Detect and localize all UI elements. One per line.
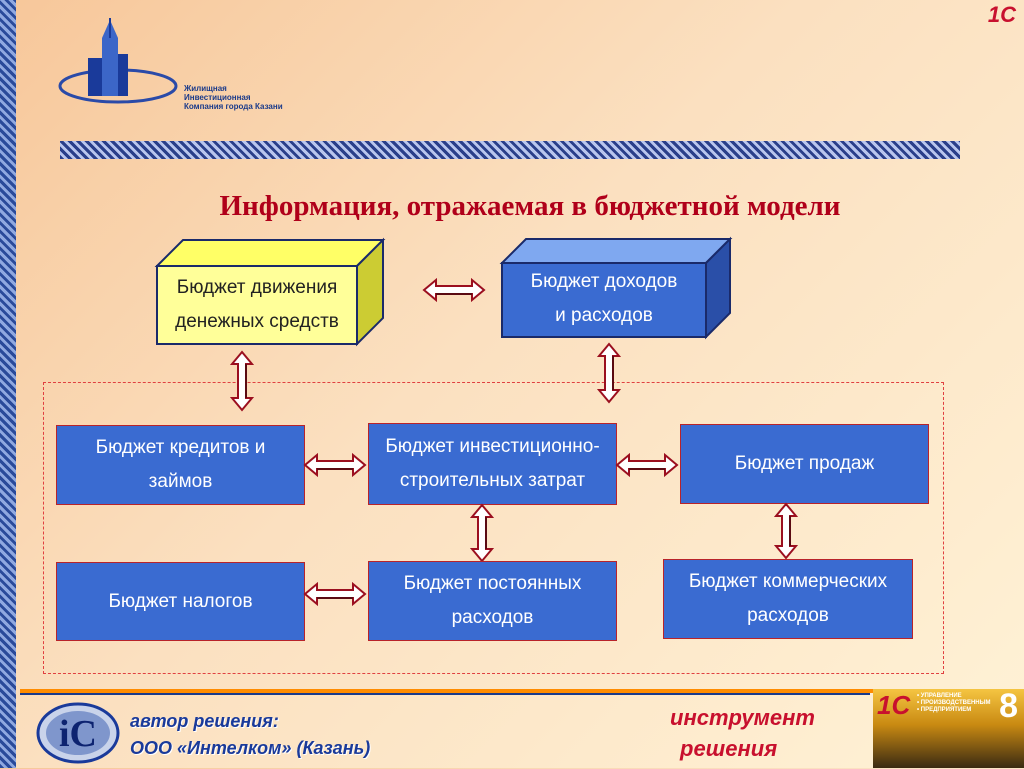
footer-divider-line <box>20 693 870 695</box>
taxes-budget-box: Бюджет налогов <box>56 562 305 641</box>
author-label: автор решения: <box>130 711 279 731</box>
box-line: Бюджет продаж <box>734 453 875 474</box>
double-arrow-vertical-icon <box>597 342 621 404</box>
brand-corner-logo: 1С <box>987 2 1016 27</box>
left-decorative-stripe <box>0 0 16 768</box>
box-line: расходов <box>451 607 534 628</box>
logo-text-line: Компания города Казани <box>184 102 283 111</box>
product-logo: 1С • УПРАВЛЕНИЕ • ПРОИЗВОДСТВЕННЫМ • ПРЕ… <box>873 689 1024 768</box>
box-line: Бюджет движения <box>176 277 338 298</box>
box-line: расходов <box>747 605 829 626</box>
box-line: Бюджет коммерческих <box>688 571 888 592</box>
tool-label-line1: инструмент <box>670 705 815 730</box>
author-name: ООО «Интелком» (Казань) <box>130 738 371 758</box>
ic-logo-text: iC <box>59 713 97 755</box>
box-3d-shape <box>154 237 386 347</box>
company-logo: Жилищная Инвестиционная Компания города … <box>58 18 283 118</box>
ic-logo: iC <box>36 702 120 764</box>
income-expense-budget-box: Бюджет доходов и расходов <box>499 236 734 340</box>
double-arrow-horizontal-icon <box>615 453 679 477</box>
box-line: Бюджет налогов <box>108 590 253 612</box>
product-brand: 1С <box>877 690 911 720</box>
double-arrow-vertical-icon <box>774 502 798 560</box>
tower-logo-icon <box>58 18 178 104</box>
box-line: займов <box>148 471 213 492</box>
sales-budget-box: Бюджет продаж <box>680 424 929 504</box>
box-3d-shape <box>499 236 733 340</box>
double-arrow-vertical-icon <box>230 350 254 412</box>
product-line: • ПРОИЗВОДСТВЕННЫМ <box>917 700 991 706</box>
product-version: 8 <box>999 689 1018 725</box>
box-line: строительных затрат <box>399 470 586 491</box>
tool-label-line2: решения <box>680 736 778 761</box>
double-arrow-horizontal-icon <box>422 278 486 302</box>
slide-title: Информация, отражаемая в бюджетной модел… <box>219 190 841 222</box>
cash-flow-budget-box: Бюджет движения денежных средств <box>154 237 387 347</box>
box-line: Бюджет постоянных <box>403 573 582 594</box>
box-line: Бюджет инвестиционно- <box>385 436 600 457</box>
footer-divider <box>20 689 1024 693</box>
box-line: Бюджет кредитов и <box>95 437 266 458</box>
product-line: • ПРЕДПРИЯТИЕМ <box>917 707 972 713</box>
double-arrow-horizontal-icon <box>303 453 367 477</box>
box-line: и расходов <box>555 305 653 326</box>
header-band <box>60 141 960 159</box>
product-line: • УПРАВЛЕНИЕ <box>917 693 962 699</box>
commercial-costs-budget-box: Бюджет коммерческих расходов <box>663 559 913 639</box>
loans-budget-box: Бюджет кредитов и займов <box>56 425 305 505</box>
double-arrow-horizontal-icon <box>303 582 367 606</box>
logo-text-line: Жилищная <box>184 84 227 93</box>
fixed-costs-budget-box: Бюджет постоянных расходов <box>368 561 617 641</box>
logo-text-line: Инвестиционная <box>184 93 251 102</box>
sub-budgets-frame <box>43 382 944 674</box>
investment-budget-box: Бюджет инвестиционно- строительных затра… <box>368 423 617 505</box>
box-line: денежных средств <box>175 311 339 332</box>
double-arrow-vertical-icon <box>470 503 494 563</box>
box-line: Бюджет доходов <box>530 271 678 292</box>
